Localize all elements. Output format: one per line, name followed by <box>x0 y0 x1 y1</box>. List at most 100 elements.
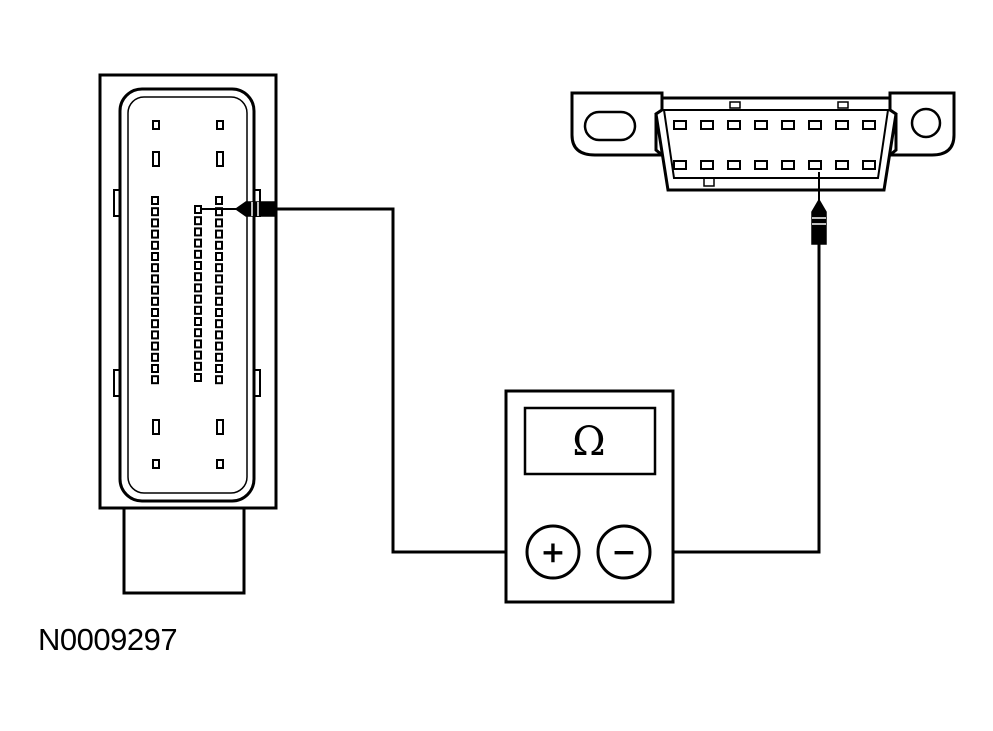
connector-pin <box>151 196 159 205</box>
dlc-pin <box>673 120 687 130</box>
connector-pin <box>151 296 159 306</box>
dlc-pin <box>781 120 795 130</box>
connector-pin <box>194 294 202 304</box>
dlc-pin <box>754 160 768 170</box>
dlc-pin <box>835 120 849 130</box>
connector-pin <box>215 352 223 362</box>
connector-pin <box>194 227 202 237</box>
connector-pin <box>215 308 223 317</box>
ohmmeter <box>504 389 675 604</box>
connector-pin <box>194 261 202 270</box>
connector-tail <box>122 506 246 595</box>
connector-pin <box>194 272 202 282</box>
connector-pin <box>216 459 224 469</box>
connector-pin <box>151 229 159 239</box>
ohm-symbol: Ω <box>572 419 605 465</box>
dlc-pin <box>835 160 849 170</box>
connector-pin <box>215 263 223 273</box>
connector-pin <box>215 218 223 228</box>
dlc-pin <box>727 160 741 170</box>
connector-pin <box>215 252 223 261</box>
wire-negative <box>651 234 821 554</box>
connector-pin <box>194 350 202 360</box>
connector-pin <box>152 459 160 469</box>
connector-pin <box>152 419 160 435</box>
probe-dlc <box>811 198 827 245</box>
dlc-pin <box>808 160 822 170</box>
connector-pin <box>151 263 159 273</box>
latch-left-bottom <box>113 369 121 397</box>
connector-pin <box>194 317 202 326</box>
dlc-key-tab-3 <box>703 177 715 187</box>
connector-pin <box>215 341 223 351</box>
connector-pin <box>194 339 202 349</box>
connector-pin <box>151 207 159 217</box>
connector-pin <box>194 216 202 226</box>
connector-pin <box>151 285 159 295</box>
meter-positive-terminal <box>525 524 581 580</box>
connector-pin <box>215 274 223 284</box>
connector-pin <box>151 364 159 373</box>
connector-pin <box>194 328 202 338</box>
dlc-mounting-hole <box>910 107 942 139</box>
connector-pin <box>151 319 159 329</box>
connector-face-outer <box>118 87 256 503</box>
connector-face-inner <box>127 96 248 494</box>
connector-pin <box>151 375 159 385</box>
meter-negative-terminal <box>596 524 652 580</box>
connector-pin <box>151 274 159 284</box>
negative-symbol: − <box>611 535 636 570</box>
connector-pin <box>215 375 223 385</box>
connector-pin <box>216 151 224 167</box>
connector-pin <box>151 308 159 317</box>
dlc-pin <box>700 160 714 170</box>
connector-pin <box>194 249 202 259</box>
dlc-pin <box>700 120 714 130</box>
connector-pins <box>151 120 224 469</box>
connector-pin <box>215 240 223 250</box>
connector-pin <box>215 330 223 340</box>
connector-housing <box>98 73 278 510</box>
dlc-key-tab-2 <box>837 101 849 109</box>
latch-right-bottom <box>253 369 261 397</box>
connector-pin <box>151 330 159 340</box>
connector-pin <box>151 252 159 261</box>
dlc-key-tab-1 <box>729 101 741 109</box>
dlc-pin <box>862 160 876 170</box>
connector-pin <box>151 341 159 351</box>
connector-pin <box>151 240 159 250</box>
dlc-face <box>662 109 890 179</box>
dlc-connector <box>570 91 956 192</box>
connector-pin <box>194 305 202 315</box>
connector-pin <box>215 364 223 373</box>
dlc-pin <box>727 120 741 130</box>
connector-pin <box>216 120 224 130</box>
connector-pin <box>151 218 159 228</box>
connector-pin <box>151 352 159 362</box>
connector-pin <box>215 229 223 239</box>
positive-symbol: + <box>540 535 565 570</box>
connector-pin <box>215 285 223 295</box>
connector-pin <box>216 419 224 435</box>
figure-id: N0009297 <box>38 622 178 657</box>
latch-left-top <box>113 189 121 217</box>
dlc-pins <box>673 120 876 170</box>
connector-pin <box>215 296 223 306</box>
dlc-pin <box>781 160 795 170</box>
module-connector <box>98 73 278 595</box>
dlc-pin <box>862 120 876 130</box>
dlc-pin <box>673 160 687 170</box>
dlc-pin <box>808 120 822 130</box>
dlc-pin <box>754 120 768 130</box>
meter-display <box>523 406 657 476</box>
connector-pin <box>152 120 160 130</box>
connector-pin <box>194 361 202 371</box>
connector-pin <box>194 373 202 382</box>
connector-pin <box>152 151 160 167</box>
connector-pin <box>194 283 202 293</box>
probe-module <box>234 201 277 217</box>
connector-pin <box>194 238 202 248</box>
dlc-body <box>654 96 898 192</box>
connector-pin <box>215 319 223 329</box>
wire-positive <box>250 207 527 554</box>
